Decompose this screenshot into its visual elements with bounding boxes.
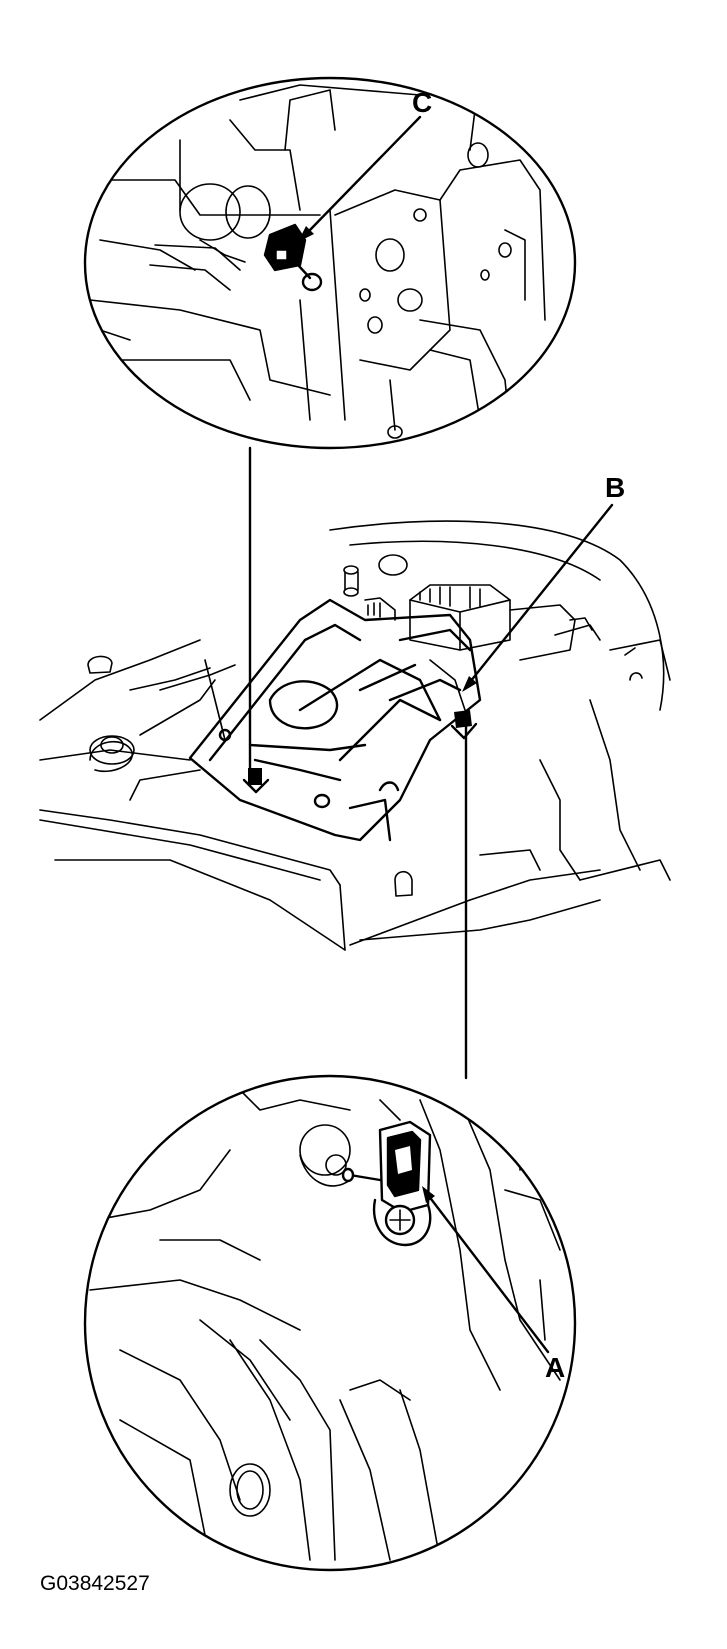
detail-bottom-border — [83, 1074, 577, 1572]
sensor-c-location-marker — [242, 768, 270, 794]
callout-b-label: B — [605, 472, 625, 503]
callout-b: B — [462, 472, 625, 692]
callout-c: C — [298, 87, 432, 242]
detail-connector-lines — [248, 446, 468, 1080]
callout-a-arrowhead — [422, 1186, 435, 1203]
callout-c-leader — [306, 115, 422, 234]
detail-top-linework — [89, 84, 561, 439]
callout-b-leader — [468, 503, 614, 684]
callout-a-label: A — [545, 1352, 565, 1383]
callout-a-leader — [426, 1193, 550, 1354]
callout-b-arrowhead — [462, 676, 477, 692]
detail-view-bottom — [83, 1074, 577, 1572]
sensor-c-connector — [263, 223, 323, 292]
callout-a: A — [422, 1186, 565, 1383]
detail-top-border — [83, 76, 577, 450]
sensor-a-location-marker — [450, 710, 478, 740]
engine-compartment-view — [39, 520, 671, 951]
figure-id: G03842527 — [40, 1572, 150, 1595]
detail-view-top — [83, 76, 577, 450]
callout-c-arrowhead — [298, 226, 314, 242]
sensor-a-body — [341, 1120, 432, 1247]
callout-c-label: C — [412, 87, 432, 118]
engine-cover — [188, 598, 482, 842]
detail-bottom-linework — [89, 1089, 561, 1561]
